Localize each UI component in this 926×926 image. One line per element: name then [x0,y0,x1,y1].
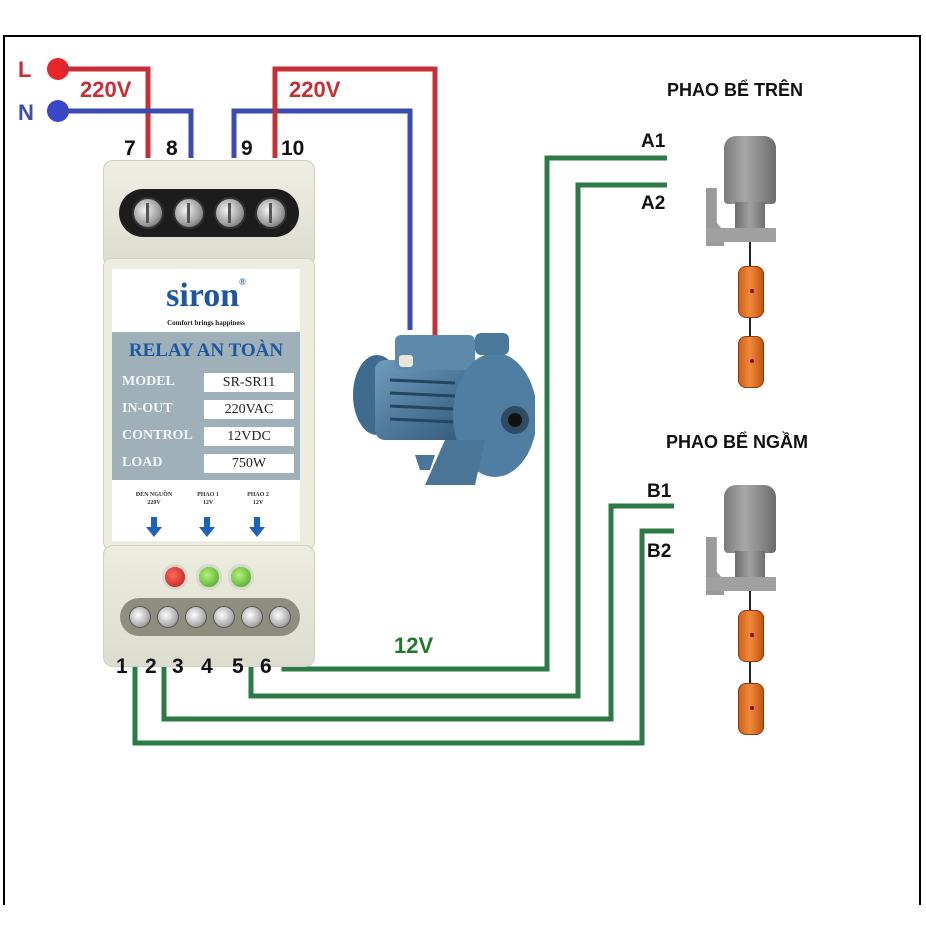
indicator-label-float1: PHAO 1 12V [182,491,234,507]
spec-row-model: MODEL SR-SR11 [122,373,294,393]
float1-led-green [196,564,222,590]
brand-logo: siron® [112,277,300,315]
screw-terminal-6 [269,606,291,628]
control-wire-pin1-to-b2 [132,528,674,746]
indicator-line1: ĐÈN NGUỒN [135,492,173,498]
spec-row-control: CONTROL 12VDC [122,427,294,447]
screw-terminal-1 [129,606,151,628]
indicator-line1: PHAO 1 [197,492,219,498]
spec-row-load: LOAD 750W [122,454,294,474]
terminal-number-1: 1 [116,655,128,678]
indicator-label-power: ĐÈN NGUỒN 220V [128,491,180,507]
spec-value: 220VAC [204,400,294,419]
product-name: RELAY AN TOÀN [128,340,284,361]
water-pump-icon [353,333,535,485]
float-bob-lower [738,336,764,388]
terminal-number-3: 3 [172,655,184,678]
neutral-wire-pin9-to-pump [231,108,413,330]
wire-label-a1: A1 [641,131,666,152]
relay-top-terminal-block [103,160,315,267]
terminal-number-7: 7 [124,137,136,160]
wire-label-b2: B2 [647,541,672,562]
terminal-number-8: 8 [166,137,178,160]
float-switch-base [706,228,776,242]
wire-label-b1: B1 [647,481,672,502]
float-title-underground-tank: PHAO BỂ NGẦM [666,432,809,452]
screw-terminal-2 [157,606,179,628]
spec-value: 750W [204,454,294,473]
indicator-line2: 220V [147,500,161,506]
brand-tagline: Comfort brings happiness [167,319,245,327]
indicator-label-float2: PHAO 2 12V [232,491,284,507]
float-switch-upper-tank [702,136,792,396]
neutral-wire-to-pin8 [62,108,194,158]
live-label: L [18,57,32,82]
terminal-number-6: 6 [260,655,272,678]
float-title-upper-tank: PHAO BỂ TRÊN [667,80,804,100]
screw-terminal-10 [254,197,287,229]
terminal-number-2: 2 [145,655,157,678]
live-wire-to-pin7 [62,66,151,158]
screw-terminal-5 [241,606,263,628]
spec-panel: RELAY AN TOÀN MODEL SR-SR11 IN-OUT 220VA… [112,332,300,480]
brand-name: siron [166,277,240,314]
float-switch-cap [724,485,776,553]
screw-terminal-9 [213,197,246,229]
control-voltage-label: 12V [394,633,434,658]
spec-key: CONTROL [122,428,193,443]
output-voltage-label: 220V [289,77,341,102]
terminal-number-10: 10 [281,137,305,160]
live-terminal-dot [47,58,69,80]
float-switch-neck [735,551,765,579]
screw-terminal-4 [213,606,235,628]
arrow-down-icon [249,517,265,537]
float-bob-lower [738,683,764,735]
control-wire-pin5-to-a2 [248,182,667,699]
spec-key: IN-OUT [122,401,173,416]
relay-faceplate: siron® Comfort brings happiness RELAY AN… [112,269,300,541]
diagram-frame [3,35,921,905]
input-voltage-label: 220V [80,77,132,102]
live-wire-pin10-to-pump [272,66,438,335]
indicator-line1: PHAO 2 [247,492,269,498]
float-switch-cap [724,136,776,204]
float-bob-upper [738,266,764,318]
relay-body: siron® Comfort brings happiness RELAY AN… [103,258,315,550]
indicator-line2: 12V [202,500,214,506]
screw-terminal-8 [172,197,205,229]
indicator-line2: 12V [252,500,264,506]
float-switch-neck [735,202,765,230]
control-wire-pin2-to-b1 [161,503,674,722]
terminal-number-5: 5 [232,655,244,678]
power-led-red [162,564,188,590]
spec-key: LOAD [122,455,163,470]
float-switch-underground-tank [702,485,792,745]
top-terminal-strip [119,189,299,237]
spec-value: 12VDC [204,427,294,446]
arrow-down-icon [199,517,215,537]
wire-label-a2: A2 [641,193,666,214]
arrow-down-icon [146,517,162,537]
bottom-terminal-strip [120,598,300,636]
float-bob-upper [738,610,764,662]
screw-terminal-3 [185,606,207,628]
registered-mark: ® [239,277,246,287]
neutral-terminal-dot [47,100,69,122]
terminal-number-4: 4 [201,655,213,678]
float-switch-base [706,577,776,591]
neutral-label: N [18,100,34,125]
float2-led-green [228,564,254,590]
spec-key: MODEL [122,374,175,389]
relay-bottom-terminal-block [103,545,315,667]
spec-value: SR-SR11 [204,373,294,392]
spec-row-in-out: IN-OUT 220VAC [122,400,294,420]
terminal-number-9: 9 [241,137,253,160]
screw-terminal-7 [131,197,164,229]
